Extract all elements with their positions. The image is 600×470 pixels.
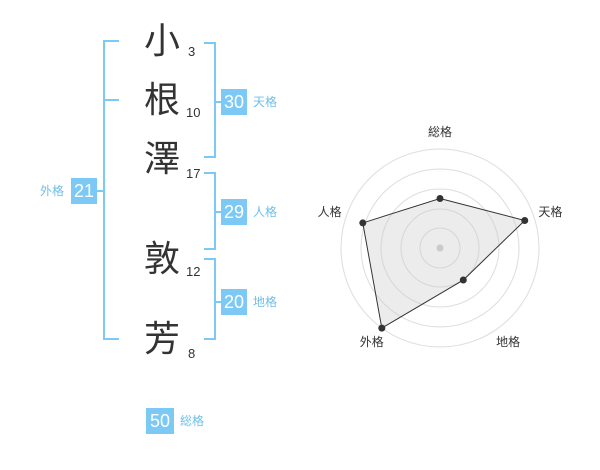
radar-point	[521, 216, 529, 224]
tenkaku-label: 天格	[253, 95, 278, 109]
stroke-count-3: 17	[186, 166, 201, 181]
name-char-4: 敦	[143, 239, 180, 280]
soukaku-label: 総格	[180, 414, 205, 428]
gaikaku-label: 外格	[40, 184, 65, 198]
stroke-count-5: 8	[188, 346, 196, 361]
stroke-count-4: 12	[186, 264, 201, 279]
tenkaku-bracket-top	[204, 42, 216, 44]
radar-point	[359, 219, 367, 227]
chikaku-bracket-top	[204, 258, 216, 260]
tenkaku-bracket-bottom	[204, 156, 216, 158]
jinkaku-bracket-bottom	[204, 248, 216, 250]
tenkaku-connector	[214, 101, 222, 103]
radar-axis-label: 天格	[538, 204, 562, 219]
tenkaku-value-badge: 30	[221, 89, 247, 115]
gaikaku-bracket-mid	[103, 99, 119, 101]
chikaku-bracket-bottom	[204, 338, 216, 340]
jinkaku-label: 人格	[253, 205, 278, 219]
radar-axis-label: 外格	[360, 334, 384, 349]
chikaku-bracket-vertical	[214, 258, 216, 340]
chikaku-connector	[214, 301, 222, 303]
stroke-count-2: 10	[186, 105, 201, 120]
radar-area	[362, 197, 526, 329]
gaikaku-connector	[96, 190, 104, 192]
gaikaku-bracket-bottom	[103, 338, 119, 340]
stroke-count-1: 3	[188, 44, 196, 59]
jinkaku-bracket-top	[204, 172, 216, 174]
soukaku-value-badge: 50	[146, 408, 174, 434]
gaikaku-bracket-top	[103, 40, 119, 42]
name-char-2: 根	[143, 80, 180, 121]
name-char-1: 小	[143, 21, 180, 62]
jinkaku-connector	[214, 211, 222, 213]
chikaku-label: 地格	[253, 295, 278, 309]
chikaku-value-badge: 20	[221, 289, 247, 315]
radar-axis-label: 人格	[318, 204, 342, 219]
gaikaku-value-badge: 21	[71, 178, 97, 204]
gaikaku-bracket-vertical	[103, 40, 105, 340]
jinkaku-value-badge: 29	[221, 199, 247, 225]
name-char-5: 芳	[143, 319, 180, 360]
name-char-3: 澤	[143, 139, 180, 180]
radar-axis-label: 地格	[496, 334, 520, 349]
radar-point	[459, 276, 467, 284]
radar-point	[436, 195, 444, 202]
radar-axis-label: 総格	[428, 124, 452, 139]
radar-grid	[340, 148, 540, 348]
tenkaku-bracket-vertical	[214, 42, 216, 158]
radar-point	[378, 324, 386, 332]
